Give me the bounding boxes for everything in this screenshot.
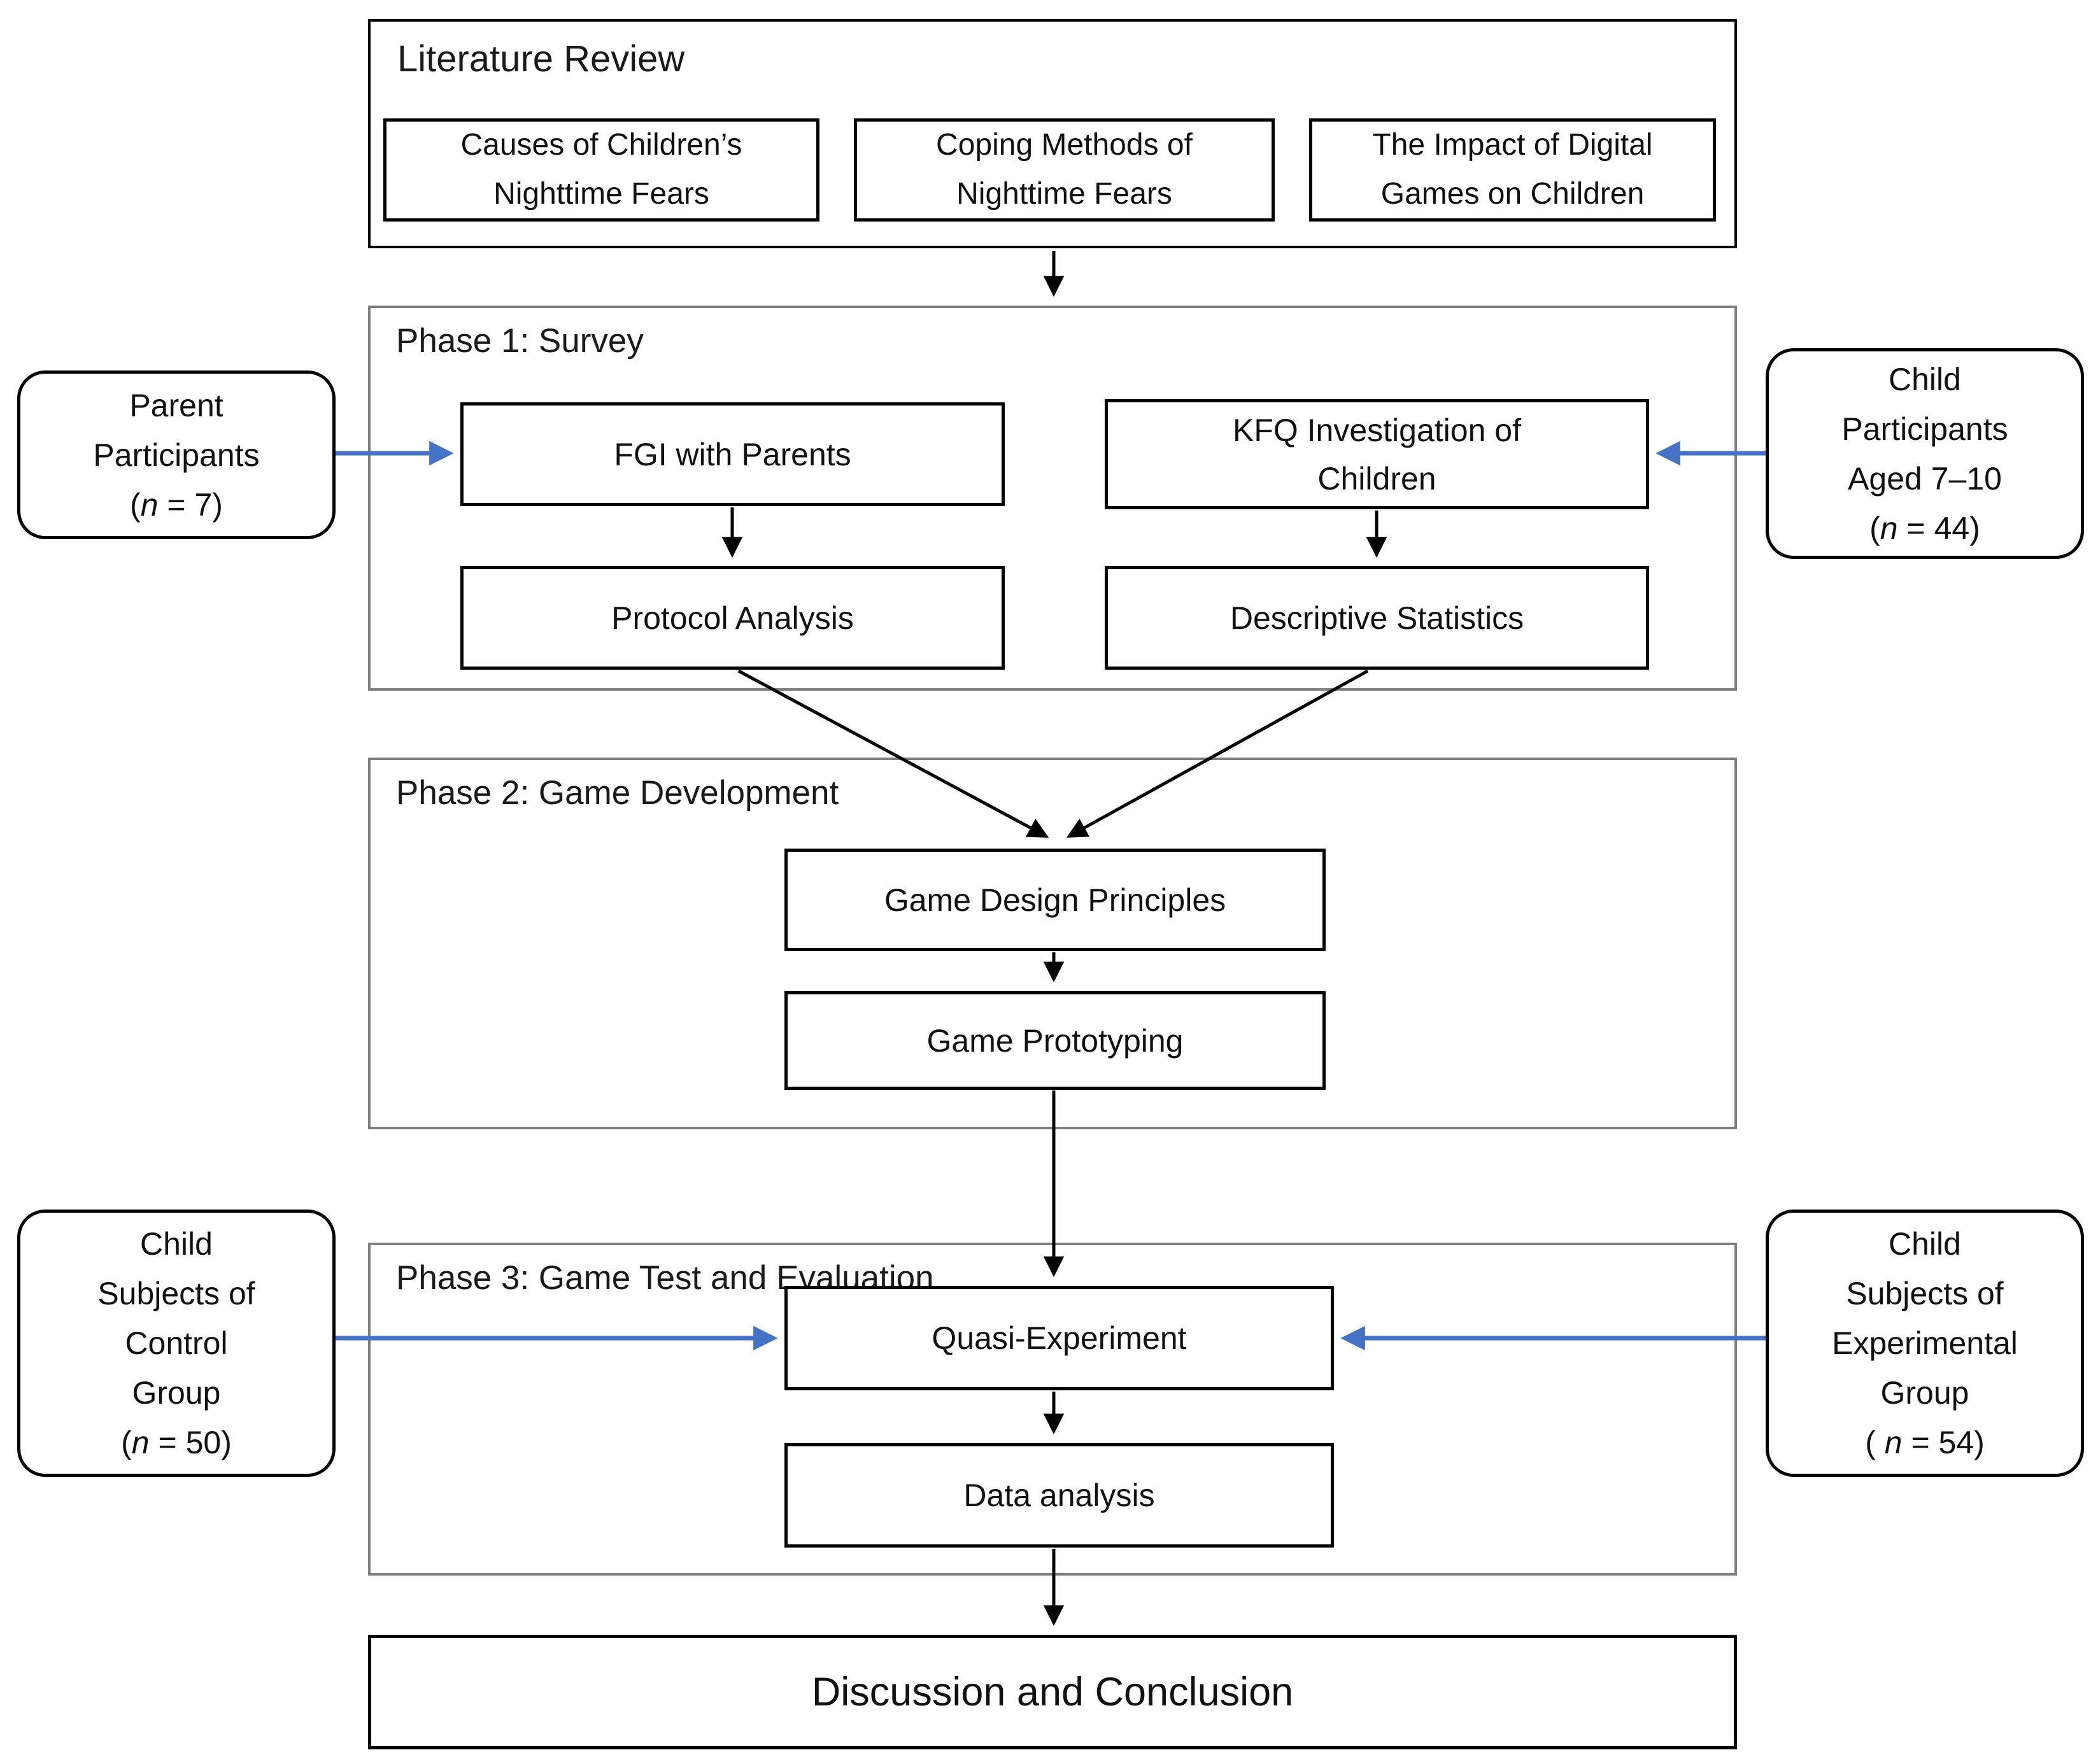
topic-line: Causes of Children’s (460, 128, 742, 162)
phase1-label: Phase 1: Survey (396, 322, 644, 360)
participant-line: Child (140, 1226, 213, 1262)
topic-line: Nighttime Fears (956, 177, 1172, 211)
participant-line: Group (1880, 1375, 1969, 1411)
topic-line: The Impact of Digital (1372, 128, 1653, 162)
process-box-kfq-investigation: KFQ Investigation of Children (1105, 399, 1649, 509)
participant-line: Participants (93, 437, 260, 473)
participant-count: (n = 50) (121, 1425, 232, 1460)
process-line: Children (1317, 460, 1436, 497)
participant-line: Aged 7–10 (1848, 460, 2002, 497)
phase2-label: Phase 2: Game Development (396, 774, 839, 812)
process-line: Data analysis (963, 1478, 1155, 1513)
topic-box-causes-of-nighttime-fears: Causes of Children’s Nighttime Fears (383, 118, 819, 222)
process-box-protocol-analysis: Protocol Analysis (460, 566, 1005, 670)
process-line: Protocol Analysis (611, 600, 854, 636)
participant-box-control-group: Child Subjects of Control Group (n = 50) (17, 1210, 336, 1477)
participant-line: Participants (1841, 411, 2008, 447)
topic-line: Nighttime Fears (493, 177, 709, 211)
participant-line: Control (125, 1325, 228, 1361)
process-line: FGI with Parents (614, 436, 851, 472)
process-line: Quasi-Experiment (932, 1320, 1187, 1356)
process-box-data-analysis: Data analysis (784, 1443, 1334, 1548)
literature-review-title: Literature Review (397, 38, 685, 80)
participant-line: Group (132, 1375, 221, 1411)
participant-line: Parent (129, 387, 223, 423)
process-box-descriptive-statistics: Descriptive Statistics (1105, 566, 1649, 670)
participant-line: Child (1889, 361, 1961, 397)
participant-line: Subjects of (1846, 1276, 2004, 1311)
topic-box-coping-methods: Coping Methods of Nighttime Fears (854, 118, 1275, 222)
participant-box-experimental-group: Child Subjects of Experimental Group ( n… (1766, 1210, 2084, 1477)
participant-line: Experimental (1832, 1325, 2018, 1361)
process-line: Game Prototyping (926, 1022, 1184, 1059)
conclusion-label: Discussion and Conclusion (811, 1670, 1294, 1714)
process-box-fgi-with-parents: FGI with Parents (460, 402, 1005, 506)
participant-count: ( n = 54) (1865, 1425, 1985, 1460)
participant-line: Subjects of (97, 1276, 255, 1311)
participant-count: (n = 7) (130, 486, 223, 523)
conclusion-box: Discussion and Conclusion (368, 1635, 1737, 1749)
process-box-quasi-experiment: Quasi-Experiment (784, 1286, 1334, 1390)
process-line: Game Design Principles (884, 882, 1226, 918)
participant-box-parent: Parent Participants (n = 7) (17, 370, 336, 539)
topic-line: Games on Children (1380, 177, 1645, 211)
process-box-game-design-principles: Game Design Principles (784, 849, 1326, 951)
topic-box-impact-of-digital-games: The Impact of Digital Games on Children (1309, 118, 1716, 222)
participant-count: (n = 44) (1869, 510, 1980, 546)
participant-line: Child (1889, 1226, 1961, 1262)
participant-box-child: Child Participants Aged 7–10 (n = 44) (1766, 348, 2084, 559)
topic-line: Coping Methods of (936, 128, 1193, 162)
process-line: KFQ Investigation of (1232, 412, 1521, 448)
process-line: Descriptive Statistics (1230, 600, 1524, 636)
process-box-game-prototyping: Game Prototyping (784, 991, 1326, 1090)
